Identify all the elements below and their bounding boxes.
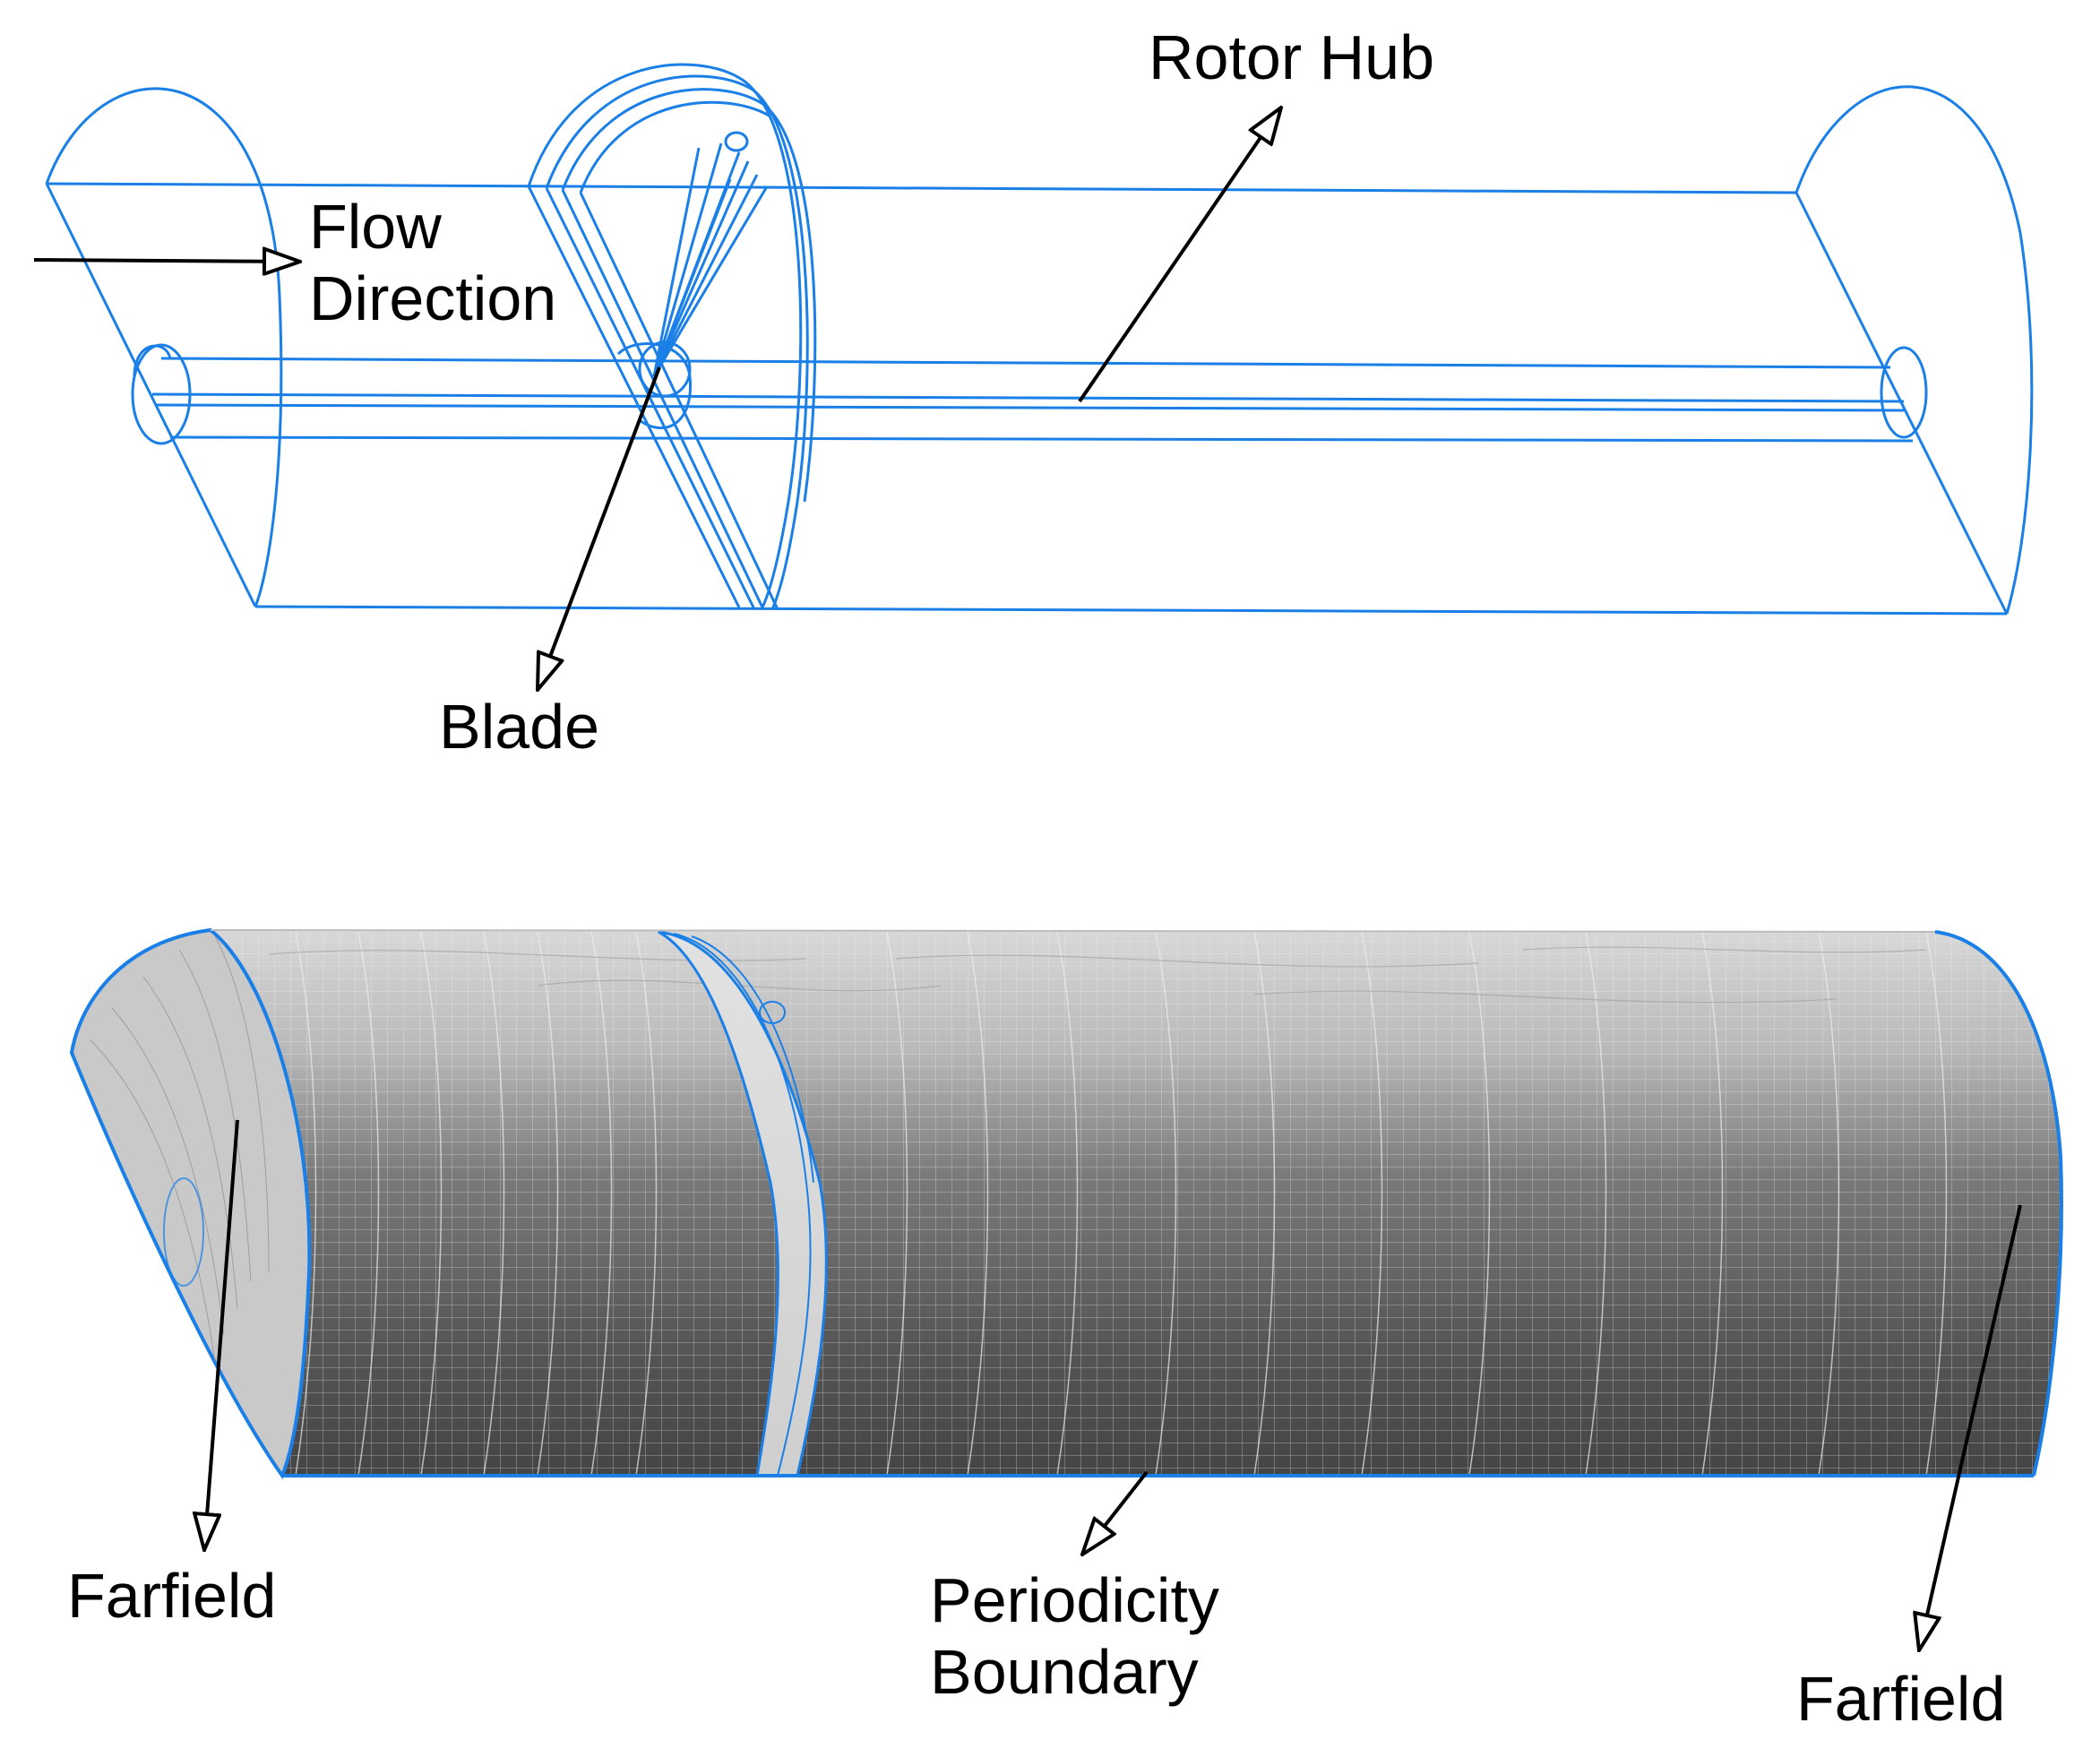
periodicity-label-line1: Periodicity — [930, 1565, 1219, 1635]
rotor-hub-arrow — [1078, 108, 1281, 403]
periodicity-arrow — [1082, 1470, 1149, 1555]
rotor-disk — [527, 63, 817, 610]
blade-tip-mark — [759, 1001, 786, 1024]
farfield-right-arrow — [1919, 1204, 2022, 1650]
farfield-left-label: Farfield — [67, 1561, 276, 1631]
bottom-arrows — [204, 1119, 2022, 1650]
top-edge — [46, 182, 1797, 194]
left-end-arc — [45, 87, 283, 607]
blade-label: Blade — [439, 692, 599, 762]
periodicity-label-line2: Boundary — [930, 1637, 1199, 1707]
left-end-edge — [45, 183, 257, 607]
rotor-hub-label: Rotor Hub — [1149, 22, 1434, 92]
right-end-edge-mesh — [1934, 930, 2063, 1477]
flow-label-line2: Direction — [309, 263, 556, 333]
wireframe-domain — [45, 63, 2034, 616]
meshed-domain — [69, 927, 2063, 1480]
top-arrows — [33, 108, 1281, 690]
farfield-left-arrow — [204, 1119, 239, 1550]
bottom-edge — [254, 605, 2008, 616]
right-end-edge — [1794, 192, 2009, 615]
left-end-face — [69, 927, 312, 1480]
farfield-right-label: Farfield — [1796, 1664, 2005, 1734]
flow-direction-arrow — [33, 260, 300, 262]
right-end-arc — [1794, 85, 2034, 615]
blade-arrow — [538, 366, 661, 690]
flow-label-line1: Flow — [309, 192, 442, 262]
blade-wire — [652, 131, 768, 377]
rotor-hub — [131, 343, 1928, 445]
